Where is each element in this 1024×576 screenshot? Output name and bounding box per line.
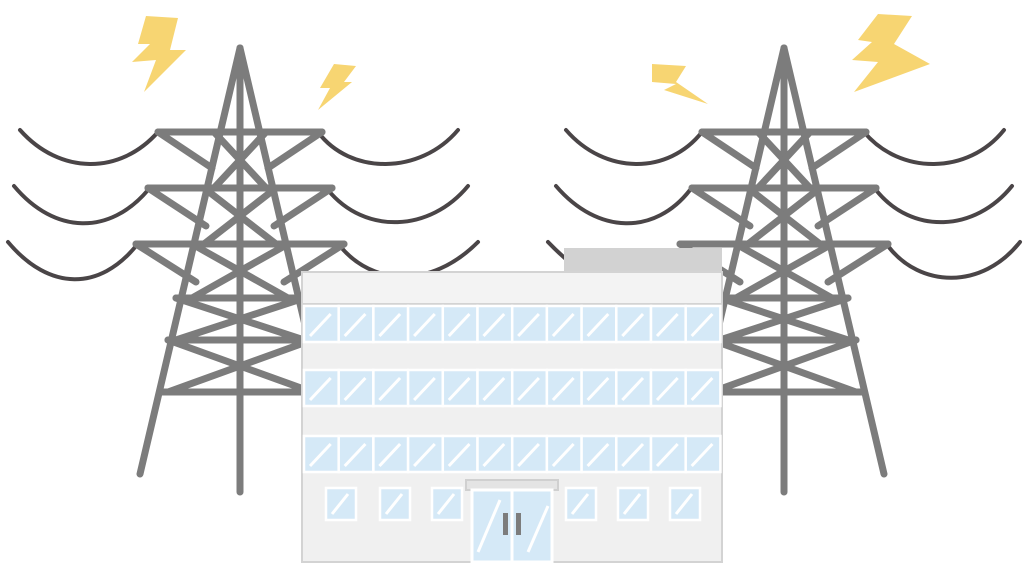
window-glare	[517, 312, 540, 338]
wire	[316, 128, 460, 166]
window-glare	[674, 493, 694, 515]
window-glare	[413, 442, 436, 468]
window-glare	[690, 442, 714, 468]
window-glare	[378, 442, 402, 468]
window-glare	[690, 376, 714, 402]
window-glare	[586, 442, 610, 468]
window-glare	[586, 376, 610, 402]
wire	[12, 184, 150, 226]
wire	[874, 184, 1014, 225]
window-glare	[517, 376, 540, 402]
door-handle	[516, 513, 521, 535]
window-glare	[621, 312, 645, 338]
window-glare	[655, 312, 679, 338]
window-glare	[447, 376, 471, 402]
door-glare	[526, 505, 550, 553]
window-glare	[447, 312, 471, 338]
lightning-bolt-icon	[318, 64, 356, 110]
window-glare	[482, 312, 506, 338]
window-glare	[378, 376, 402, 402]
window-glare	[413, 312, 436, 338]
window-glare	[343, 376, 367, 402]
window-glare	[551, 376, 575, 402]
window-glare	[482, 376, 506, 402]
window-glare	[308, 442, 332, 468]
window-glare	[690, 312, 714, 338]
window-glare	[343, 312, 367, 338]
window-rows	[302, 304, 722, 474]
wire	[18, 128, 160, 166]
wire	[554, 184, 692, 226]
lightning-bolt-icon	[652, 64, 708, 104]
window-glare	[482, 442, 506, 468]
roof-box	[564, 248, 722, 274]
window-glare	[413, 376, 436, 402]
window-glare	[517, 442, 540, 468]
window-glare	[308, 312, 332, 338]
window-glare	[384, 493, 404, 515]
window-glare	[622, 493, 642, 515]
window-glare	[551, 442, 575, 468]
wire	[862, 128, 1006, 166]
lightning-bolt-icon	[132, 16, 186, 92]
wire	[6, 240, 138, 282]
window-glare	[308, 376, 332, 402]
lightning-bolts	[132, 14, 930, 110]
window-glare	[436, 493, 456, 515]
window-glare	[621, 376, 645, 402]
window-glare	[621, 442, 645, 468]
window	[580, 434, 618, 474]
window-glare	[343, 442, 367, 468]
window-glare	[586, 312, 610, 338]
door-handle	[503, 513, 508, 535]
office-building-icon	[301, 248, 723, 564]
window-glare	[551, 312, 575, 338]
window-glare	[655, 376, 679, 402]
roof-band	[301, 271, 723, 305]
window-glare	[570, 493, 590, 515]
wire	[886, 240, 1022, 280]
window-glare	[655, 442, 679, 468]
window-glare	[447, 442, 471, 468]
wire	[326, 184, 470, 225]
door-glare	[476, 499, 502, 553]
lightning-bolt-icon	[852, 14, 930, 92]
window-glare	[378, 312, 402, 338]
window-glare	[330, 493, 350, 515]
ground-floor-windows	[324, 486, 702, 522]
transmission-tower-icon	[132, 44, 348, 496]
wire	[564, 128, 704, 166]
